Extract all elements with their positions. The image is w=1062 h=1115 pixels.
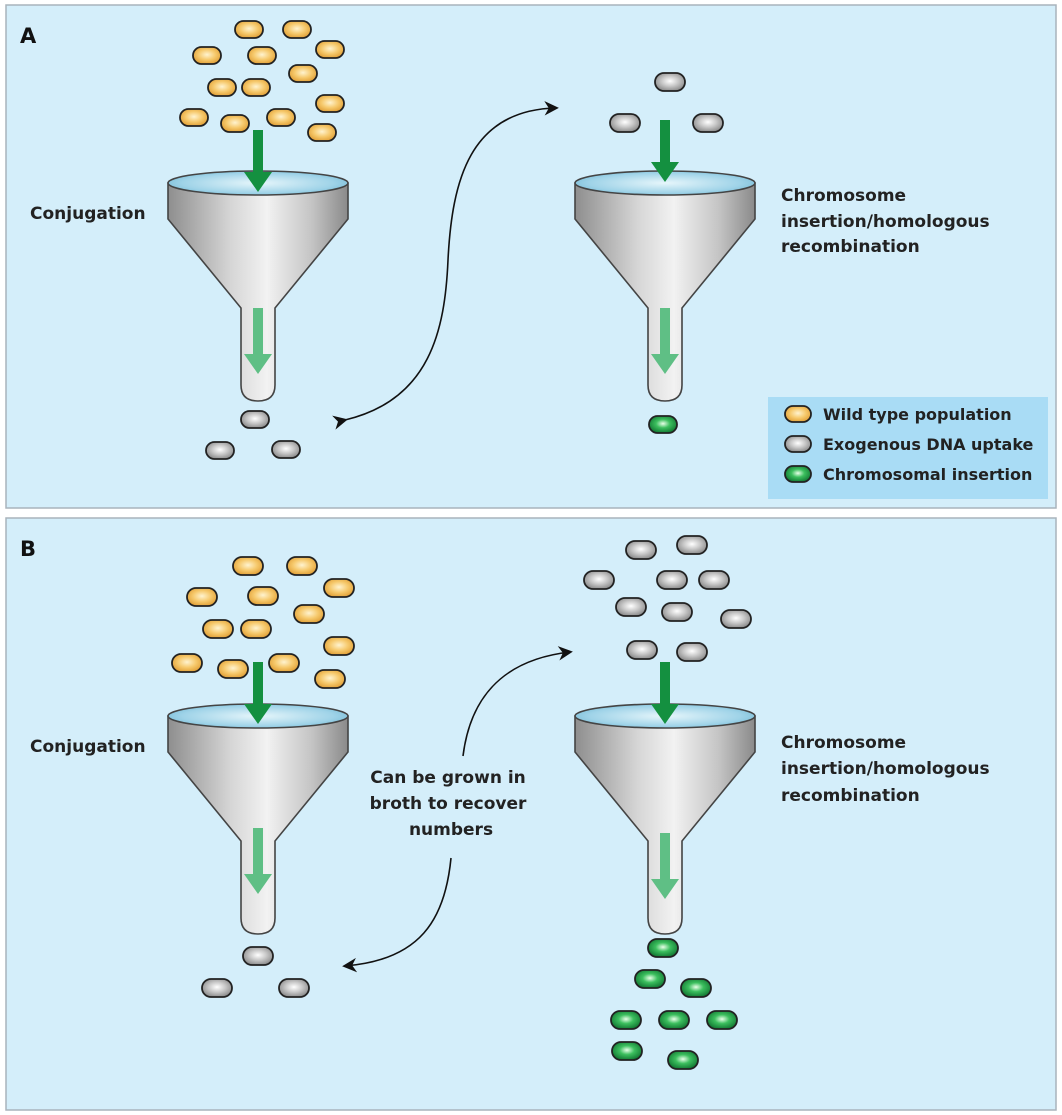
panel-a: A Conjugation bbox=[5, 4, 1057, 509]
exogenous-cell bbox=[654, 72, 686, 92]
wildtype-cell bbox=[288, 64, 318, 83]
exogenous-cell bbox=[625, 540, 657, 560]
middle-label-b: Can be grown in broth to recover numbers bbox=[370, 768, 533, 840]
exogenous-cell bbox=[698, 570, 730, 590]
insertion-cells-b-output bbox=[610, 938, 738, 1070]
left-label-a: Conjugation bbox=[30, 204, 146, 224]
insertion-cell bbox=[648, 415, 678, 434]
transfer-arrow-a bbox=[332, 101, 559, 430]
insertion-cell bbox=[611, 1041, 643, 1061]
insertion-cell bbox=[647, 938, 679, 958]
wildtype-cell bbox=[202, 619, 234, 639]
exogenous-cells-a-left-output bbox=[205, 410, 301, 460]
wildtype-cell bbox=[268, 653, 300, 673]
exogenous-cell bbox=[271, 440, 301, 459]
insertion-cell bbox=[667, 1050, 699, 1070]
transfer-arrow-b-lower bbox=[342, 857, 452, 973]
wildtype-cell bbox=[266, 108, 296, 127]
wildtype-cell bbox=[179, 108, 209, 127]
exogenous-cell bbox=[720, 609, 752, 629]
wildtype-cell bbox=[186, 587, 218, 607]
exogenous-cell bbox=[626, 640, 658, 660]
wildtype-cell bbox=[241, 78, 271, 97]
legend-wildtype-swatch bbox=[784, 405, 812, 423]
insertion-cell bbox=[680, 978, 712, 998]
wildtype-cell bbox=[220, 114, 250, 133]
wildtype-cell bbox=[315, 94, 345, 113]
exogenous-cell bbox=[242, 946, 274, 966]
exogenous-cell bbox=[661, 602, 693, 622]
wildtype-cell bbox=[240, 619, 272, 639]
wildtype-cell bbox=[282, 20, 312, 39]
wildtype-cells-b bbox=[171, 556, 355, 689]
exogenous-cell bbox=[240, 410, 270, 429]
wildtype-cell bbox=[232, 556, 264, 576]
left-label-b: Conjugation bbox=[30, 737, 146, 757]
transfer-arrow-b-upper bbox=[462, 646, 573, 757]
wildtype-cell bbox=[323, 636, 355, 656]
wildtype-cell bbox=[192, 46, 222, 65]
legend-insertion-label: Chromosomal insertion bbox=[823, 465, 1032, 484]
legend-insertion-swatch bbox=[784, 465, 812, 483]
wildtype-cell bbox=[323, 578, 355, 598]
wildtype-cell bbox=[307, 123, 337, 142]
panel-b-background bbox=[5, 517, 1057, 1111]
insertion-cell bbox=[658, 1010, 690, 1030]
exogenous-cells-a-right-input bbox=[609, 72, 724, 133]
right-label-b: Chromosome insertion/homologous recombin… bbox=[781, 733, 996, 806]
legend-background bbox=[768, 397, 1048, 499]
wildtype-cell bbox=[234, 20, 264, 39]
exogenous-cell bbox=[656, 570, 688, 590]
wildtype-cell bbox=[314, 669, 346, 689]
legend-exogenous-label: Exogenous DNA uptake bbox=[823, 435, 1034, 454]
exogenous-cell bbox=[676, 642, 708, 662]
exogenous-cell bbox=[201, 978, 233, 998]
wildtype-cell bbox=[315, 40, 345, 59]
wildtype-cell bbox=[171, 653, 203, 673]
insertion-cell bbox=[706, 1010, 738, 1030]
exogenous-cell bbox=[615, 597, 647, 617]
insertion-cell bbox=[634, 969, 666, 989]
wildtype-cells-a bbox=[179, 20, 345, 142]
panel-a-letter: A bbox=[20, 24, 37, 48]
exogenous-cell bbox=[692, 113, 724, 133]
exogenous-cell bbox=[583, 570, 615, 590]
right-label-a: Chromosome insertion/homologous recombin… bbox=[781, 186, 996, 257]
insertion-cell bbox=[610, 1010, 642, 1030]
exogenous-cell bbox=[205, 441, 235, 460]
wildtype-cell bbox=[247, 586, 279, 606]
legend: Wild type population Exogenous DNA uptak… bbox=[768, 397, 1048, 499]
exogenous-cell bbox=[676, 535, 708, 555]
exogenous-cells-b-right-input bbox=[583, 535, 752, 662]
exogenous-cells-b-left-output bbox=[201, 946, 310, 998]
wildtype-cell bbox=[207, 78, 237, 97]
legend-exogenous-swatch bbox=[784, 435, 812, 453]
legend-wildtype-label: Wild type population bbox=[823, 405, 1012, 424]
wildtype-cell bbox=[286, 556, 318, 576]
panel-b-letter: B bbox=[20, 537, 36, 561]
wildtype-cell bbox=[247, 46, 277, 65]
wildtype-cell bbox=[217, 659, 249, 679]
exogenous-cell bbox=[278, 978, 310, 998]
exogenous-cell bbox=[609, 113, 641, 133]
panel-b: B Conjugation bbox=[5, 517, 1057, 1111]
wildtype-cell bbox=[293, 604, 325, 624]
